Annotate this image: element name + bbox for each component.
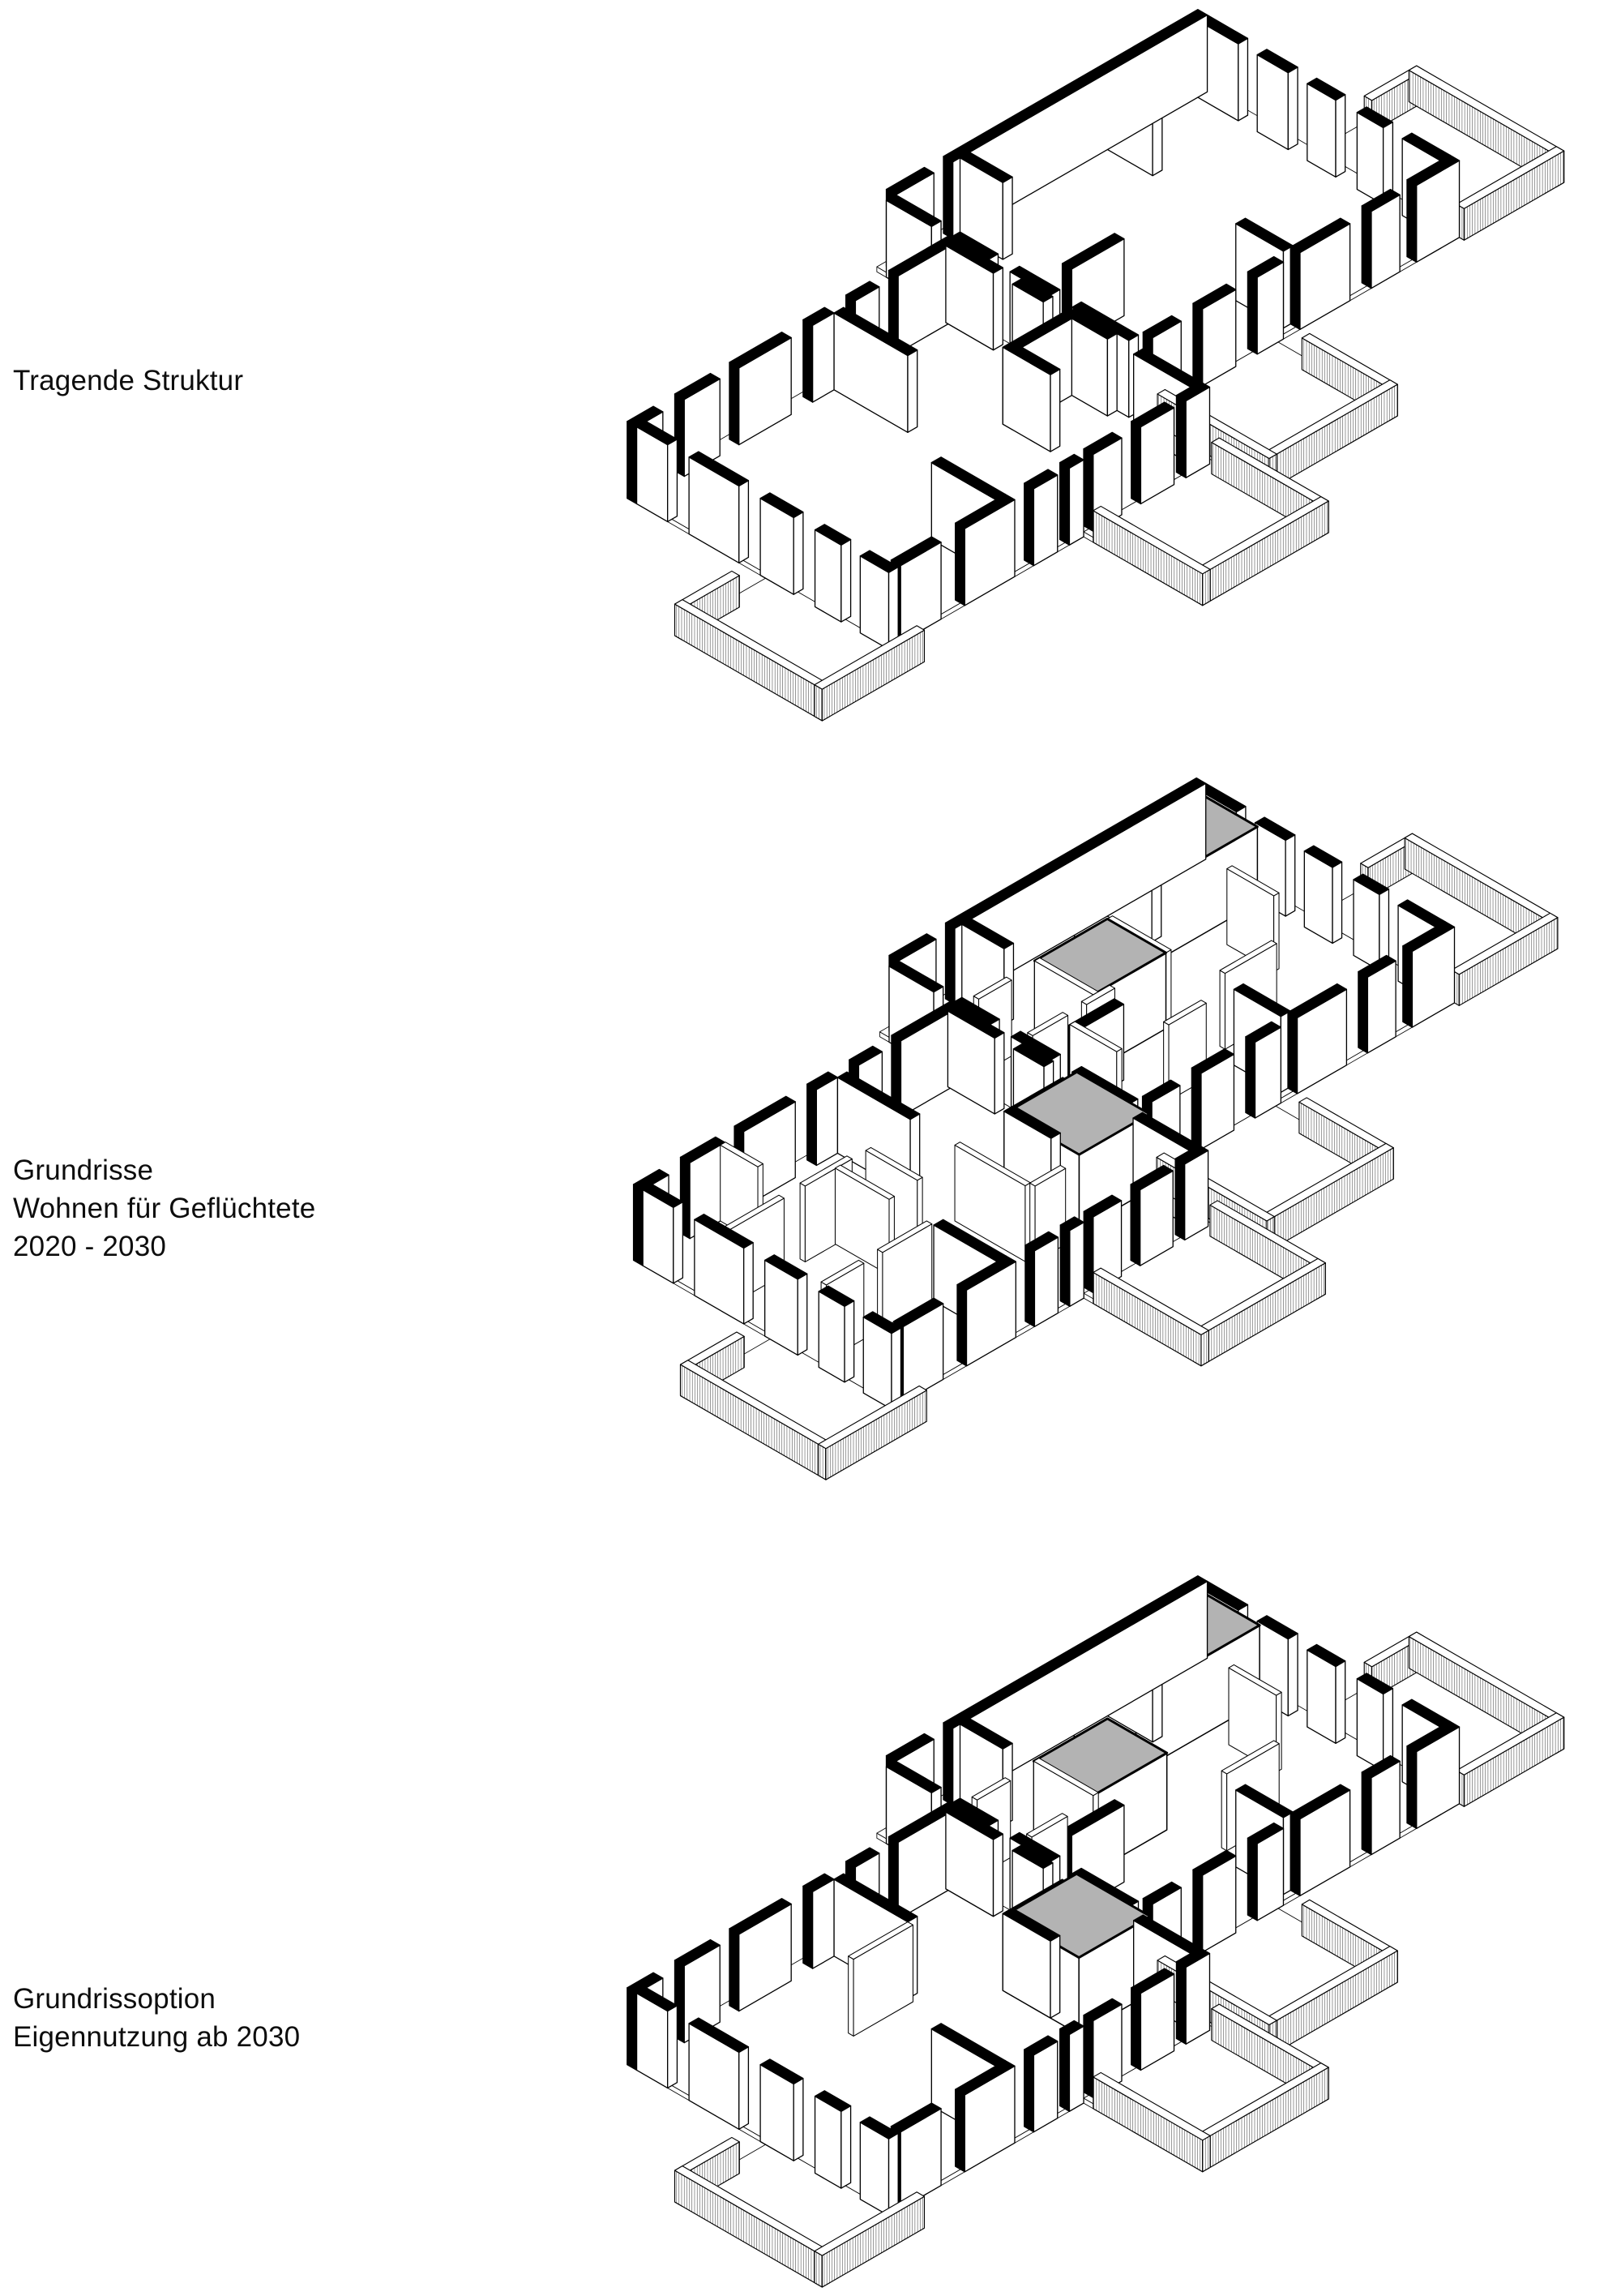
label-structure: Tragende Struktur	[13, 362, 243, 400]
figure-plans	[577, 772, 1615, 1485]
label-plans: Grundrisse Wohnen für Geflüchtete 2020 -…	[13, 1151, 315, 1266]
axonometric-structure-drawing	[627, 9, 1565, 722]
axonometric-option-drawing	[627, 1575, 1565, 2288]
figure-structure	[577, 3, 1615, 726]
label-option-line-1: Grundrissoption	[13, 1983, 216, 2015]
label-option: Grundrissoption Eigennutzung ab 2030	[13, 1980, 300, 2056]
figure-option	[577, 1570, 1615, 2293]
label-structure-line: Tragende Struktur	[13, 365, 244, 396]
label-plans-line-1: Grundrisse	[13, 1154, 154, 1186]
label-plans-line-2: Wohnen für Geflüchtete	[13, 1193, 316, 1224]
axonometric-plans-drawing	[632, 777, 1559, 1480]
label-option-line-2: Eigennutzung ab 2030	[13, 2021, 301, 2053]
label-plans-line-3: 2020 - 2030	[13, 1231, 167, 1262]
